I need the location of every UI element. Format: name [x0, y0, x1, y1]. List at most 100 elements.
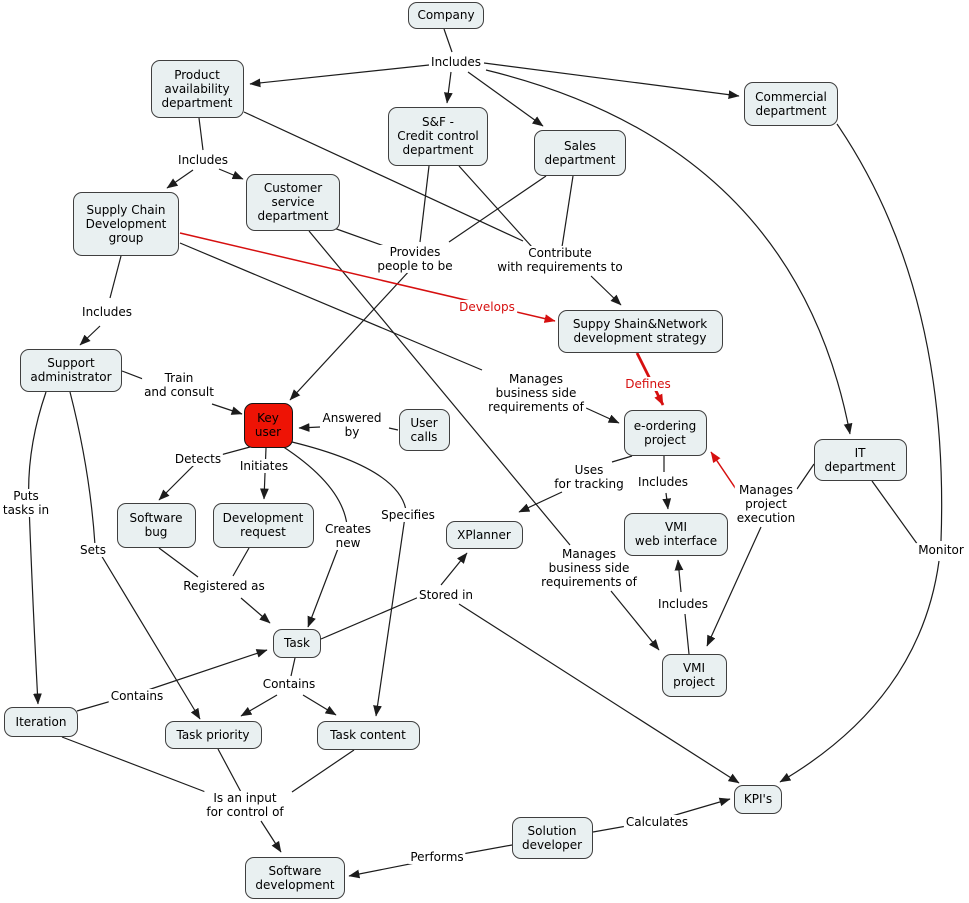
concept-e-ordering[interactable]: e-ordering project [623, 410, 707, 456]
edge-eordering-uses [611, 455, 633, 463]
link-label-defines[interactable]: Defines [623, 376, 673, 392]
concept-sales[interactable]: Sales department [534, 130, 626, 176]
link-label-includes-scd[interactable]: Includes [80, 304, 134, 320]
edge-includes2-customer [218, 168, 244, 180]
edge-product-contribute [243, 111, 524, 242]
link-label-creates[interactable]: Creates new [322, 521, 374, 551]
link-label-input[interactable]: Is an input for control of [204, 790, 286, 820]
link-label-manages-upper[interactable]: Manages business side requirements of [486, 371, 586, 415]
edge-includes-commercial [483, 62, 740, 100]
edge-task-contains [290, 657, 296, 677]
concept-vmi-web[interactable]: VMI web interface [624, 512, 728, 556]
link-label-includes-vmi[interactable]: Includes [656, 596, 710, 612]
link-label-sets[interactable]: Sets [78, 542, 108, 558]
concept-task-content[interactable]: Task content [316, 720, 420, 750]
concept-strategy[interactable]: Suppy Shain&Network development strategy [557, 309, 723, 353]
edge-product-includes2 [198, 117, 204, 151]
link-label-stored[interactable]: Stored in [416, 587, 476, 603]
concept-commercial[interactable]: Commercial department [744, 82, 838, 126]
edge-sf-contribute [458, 165, 533, 248]
edge-supportadmin-sets-taskpriority [69, 391, 201, 720]
link-label-monitor[interactable]: Monitor [916, 542, 966, 558]
concept-supply-chain[interactable]: Supply Chain Development group [73, 192, 179, 256]
edge-company-includes [443, 28, 453, 53]
edge-customer-provides [330, 226, 388, 248]
concept-it-dept[interactable]: IT department [813, 439, 907, 481]
concept-support-admin[interactable]: Support administrator [20, 348, 122, 392]
edge-taskpriority-input [217, 748, 242, 793]
edge-monitor-kpis [779, 560, 940, 783]
link-label-includes-top[interactable]: Includes [429, 54, 483, 70]
edge-sf-provides [419, 165, 430, 243]
edge-input-softwaredev [260, 820, 282, 853]
edge-contains-taskpriority [240, 694, 278, 717]
edge-uses-xplanner [518, 491, 563, 513]
link-label-contains-task[interactable]: Contains [260, 676, 318, 692]
link-label-develops[interactable]: Develops [457, 299, 517, 315]
concept-company[interactable]: Company [408, 1, 484, 29]
link-label-registered[interactable]: Registered as [181, 578, 267, 594]
edge-includes-it [485, 69, 853, 435]
concept-software-dev[interactable]: Software development [245, 857, 345, 899]
concept-task-priority[interactable]: Task priority [164, 721, 262, 749]
link-label-initiates[interactable]: Initiates [237, 458, 291, 474]
link-label-specifies[interactable]: Specifies [379, 507, 437, 523]
concept-sf-credit-control[interactable]: S&F - Credit control department [388, 106, 488, 166]
link-label-answered[interactable]: Answered by [320, 410, 384, 440]
edge-it-managesproject [796, 463, 815, 490]
edge-includes2-supplychain [166, 169, 194, 189]
link-label-puts[interactable]: Puts tasks in [0, 488, 52, 518]
edge-keyuser-specifies-taskcontent [291, 441, 407, 717]
edge-includes3-supportadmin [79, 325, 101, 346]
link-label-manages-project[interactable]: Manages project execution [734, 482, 798, 526]
concept-vmi-project[interactable]: VMI project [661, 653, 727, 697]
link-label-includes-eo[interactable]: Includes [636, 474, 690, 490]
link-label-train[interactable]: Train and consult [142, 370, 216, 400]
concept-product-availability[interactable]: Product availability department [150, 60, 244, 118]
link-label-provides[interactable]: Provides people to be [375, 244, 455, 274]
link-label-contribute[interactable]: Contribute with requirements to [495, 245, 625, 275]
edge-task-stored [320, 596, 420, 640]
edge-iteration-input [61, 736, 217, 797]
edge-supportadmin-puts-iteration [28, 391, 47, 705]
concept-solution-dev[interactable]: Solution developer [511, 817, 593, 859]
concept-customer-service[interactable]: Customer service department [246, 173, 340, 231]
edge-contains-taskcontent [302, 694, 337, 716]
link-label-contains-iter[interactable]: Contains [108, 688, 166, 704]
concept-software-bug[interactable]: Software bug [116, 502, 196, 548]
concept-user-calls[interactable]: User calls [398, 409, 450, 451]
link-label-manages-lower[interactable]: Manages business side requirements of [539, 546, 639, 590]
edge-stored-kpis [458, 603, 740, 784]
edge-devrequest-registered [232, 547, 250, 577]
link-label-uses[interactable]: Uses for tracking [552, 462, 626, 492]
edge-includes-sf [443, 71, 453, 104]
edge-managesproject-vmiproject [706, 526, 762, 647]
concept-kpis[interactable]: KPI's [734, 784, 782, 814]
edge-supplychain-includes3 [109, 255, 122, 299]
concept-xplanner[interactable]: XPlanner [445, 521, 523, 549]
edge-sales-contribute [561, 175, 574, 248]
link-label-performs[interactable]: Performs [408, 849, 466, 865]
concept-iteration[interactable]: Iteration [4, 707, 78, 737]
link-label-includes-pa[interactable]: Includes [176, 152, 230, 168]
edge-it-monitor [871, 480, 919, 546]
edge-supplychain-managesupper [179, 242, 483, 371]
edge-usercalls-answered [388, 427, 399, 431]
edge-answered-keyuser [298, 423, 321, 432]
concept-dev-request[interactable]: Development request [212, 502, 314, 548]
concept-key-user[interactable]: Key user [243, 402, 293, 448]
edge-managesupper-eordering [585, 407, 620, 424]
edge-includes4-vmiweb [662, 492, 672, 510]
edge-taskcontent-input [291, 749, 355, 793]
edge-includes-product [249, 64, 430, 88]
edge-stored-xplanner [440, 552, 468, 586]
edge-customer-manageslower [308, 230, 571, 546]
edge-keyuser-initiates-devrequest [260, 447, 269, 500]
concept-task[interactable]: Task [273, 628, 321, 658]
edge-iteration-contains-task [76, 649, 268, 712]
edge-commercial-monitor [836, 123, 943, 542]
link-label-calculates[interactable]: Calculates [623, 814, 691, 830]
link-label-detects[interactable]: Detects [172, 451, 224, 467]
